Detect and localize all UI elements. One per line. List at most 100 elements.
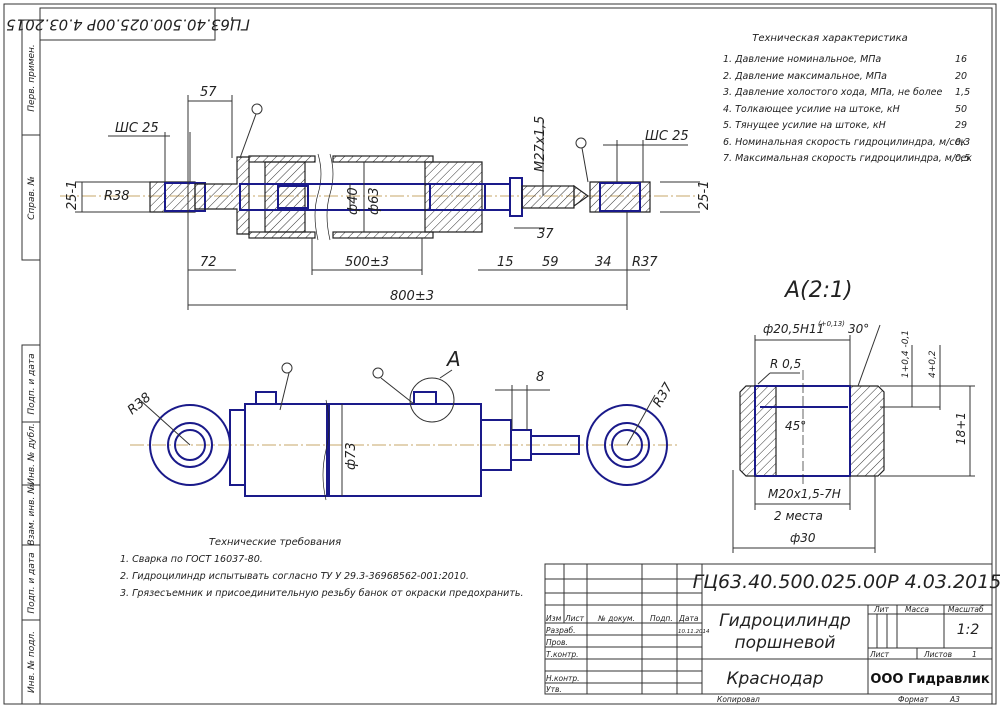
dim-37: 37: [537, 227, 554, 242]
company: ООО Гидравлик: [870, 672, 990, 687]
dim-72: 72: [200, 255, 217, 270]
dim-d40: ф40: [346, 187, 361, 215]
tech-char-value: 50: [955, 104, 967, 115]
dim-d20-5: ф20,5H11: [763, 322, 824, 336]
col-header: № докум.: [597, 614, 635, 623]
barrel: [244, 403, 328, 497]
dim-500: 500±3: [345, 255, 389, 270]
dim-18: 18+1: [954, 412, 968, 445]
dim-r37-side: R37: [650, 380, 676, 410]
dim-1: 1+0,4 -0,1: [901, 330, 911, 378]
dim-d63: ф63: [367, 187, 382, 215]
tech-char-label: 3. Давление холостого хода, МПа, не боле…: [723, 87, 943, 98]
section-view: 57 ШС 25 ШС 25 25-1 25-1 R38 ф40 ф63 М27…: [60, 85, 712, 310]
dim-d73: ф73: [344, 442, 359, 470]
copied-label: Копировал: [717, 695, 760, 704]
tech-char-value: 0,5: [955, 153, 970, 164]
tech-char-value: 20: [955, 71, 967, 82]
side-label: Подп. и дата: [27, 353, 37, 414]
detail-title: A(2:1): [783, 278, 853, 303]
col-header: Подп.: [650, 614, 673, 623]
tech-char-label: 2. Давление максимальное, МПа: [723, 71, 887, 82]
tech-req-item: 1. Сварка по ГОСТ 16037-80.: [120, 554, 263, 565]
col-header: Лист: [564, 614, 585, 623]
product-name-line2: поршневой: [735, 633, 836, 653]
tech-char-label: 5. Тянущее усилие на штоке, кН: [723, 120, 886, 131]
tech-req-item: 3. Грязесъемник и присоединительную резь…: [120, 588, 524, 599]
side-label: Взам. инв. №: [27, 484, 37, 545]
dim-r38-side: R38: [125, 390, 154, 418]
dim-57: 57: [200, 85, 217, 100]
dim-r37: R37: [632, 255, 658, 270]
scale-label: Масштаб: [948, 605, 984, 614]
side-label: Перв. примен.: [27, 44, 37, 112]
lit-label: Лит: [873, 605, 890, 614]
role-label: Т.контр.: [546, 650, 579, 659]
side-strip: Перв. примен. Справ. № Подп. и дата Инв.…: [21, 19, 41, 705]
role-label: Пров.: [546, 638, 568, 647]
side-label: Инв. № подл.: [27, 631, 37, 693]
title-block: ГЦ63.40.500.025.00Р 4.03.2015 Гидроцилин…: [544, 563, 1000, 704]
designation: ГЦ63.40.500.025.00Р 4.03.2015: [693, 571, 1000, 593]
stamp-top-text: ГЦ63.40.500.025.00Р 4.03.2015: [6, 16, 250, 34]
tech-char-title: Техническая характеристика: [752, 33, 908, 44]
tech-requirements: Технические требования 1. Сварка по ГОСТ…: [120, 536, 524, 599]
mass-label: Масса: [905, 605, 929, 614]
gland: [424, 161, 483, 233]
dim-34: 34: [595, 255, 612, 270]
tech-char-value: 1,5: [955, 87, 970, 98]
side-label: Подп. и дата: [27, 552, 37, 613]
dim-25-right: 25-1: [697, 180, 712, 210]
tech-char-value: 29: [955, 120, 967, 131]
dim-shc25-left: ШС 25: [115, 121, 159, 136]
dim-8: 8: [536, 370, 544, 385]
dim-places: 2 места: [774, 509, 823, 523]
detail-a-callout: A: [445, 347, 461, 371]
detail-a: A(2:1) ф20,5H11 (+0,13) 30° R 0,5 1+0,4 …: [732, 278, 975, 553]
tech-char-label: 6. Номинальная скорость гидроцилиндра, м…: [723, 137, 966, 148]
piston: [264, 161, 306, 233]
tech-req-item: 2. Гидроцилиндр испытывать согласно ТУ У…: [120, 571, 469, 582]
tech-char-label: 7. Максимальная скорость гидроцилиндра, …: [723, 153, 972, 164]
role-label: Н.контр.: [546, 674, 580, 683]
side-label: Справ. №: [27, 176, 37, 220]
tech-char-value: 0,3: [955, 137, 970, 148]
tech-char-label: 4. Толкающее усилие на штоке, кН: [723, 104, 900, 115]
dim-angle-30: 30°: [848, 322, 869, 336]
top-stamp: ГЦ63.40.500.025.00Р 4.03.2015: [6, 7, 250, 41]
dim-angle-45: 45°: [785, 419, 806, 433]
role-label: Разраб.: [546, 626, 575, 635]
format-value: А3: [949, 695, 960, 704]
tech-char-label: 1. Давление номинальное, МПа: [723, 54, 881, 65]
dim-25-left: 25-1: [65, 180, 80, 210]
sheets-label: Листов: [923, 650, 952, 659]
dim-shc25-right: ШС 25: [645, 129, 689, 144]
right-eye-outline: [586, 404, 668, 486]
format-label: Формат: [898, 695, 929, 704]
sheets-value: 1: [972, 650, 977, 659]
tech-characteristics: Техническая характеристика 1. Давление н…: [723, 33, 972, 164]
city: Краснодар: [726, 669, 823, 689]
dim-m27: М27х1,5: [533, 116, 548, 172]
tech-char-value: 16: [955, 54, 967, 65]
dim-r0-5: R 0,5: [770, 357, 801, 371]
product-name-line1: Гидроцилиндр: [719, 611, 851, 631]
dim-800: 800±3: [390, 289, 434, 304]
dim-r38: R38: [104, 189, 130, 204]
dim-59: 59: [542, 255, 559, 270]
role-label: Утв.: [546, 685, 562, 694]
dim-15: 15: [497, 255, 514, 270]
dim-thread: М20х1,5-7Н: [768, 487, 841, 501]
detail-a-circle: [409, 377, 455, 423]
dim-d20-tolerance: (+0,13): [818, 320, 845, 328]
date-mark: 10.11.2014: [678, 629, 710, 635]
side-view: R38 R37 ф73 8 A: [125, 347, 680, 501]
col-header: Изм: [546, 614, 562, 623]
scale-value: 1:2: [957, 622, 980, 638]
side-label: Инв. № дубл.: [27, 423, 37, 485]
tech-req-title: Технические требования: [209, 536, 341, 548]
sheet-label: Лист: [869, 650, 890, 659]
col-header: Дата: [678, 614, 699, 623]
dim-d30: ф30: [790, 531, 816, 545]
